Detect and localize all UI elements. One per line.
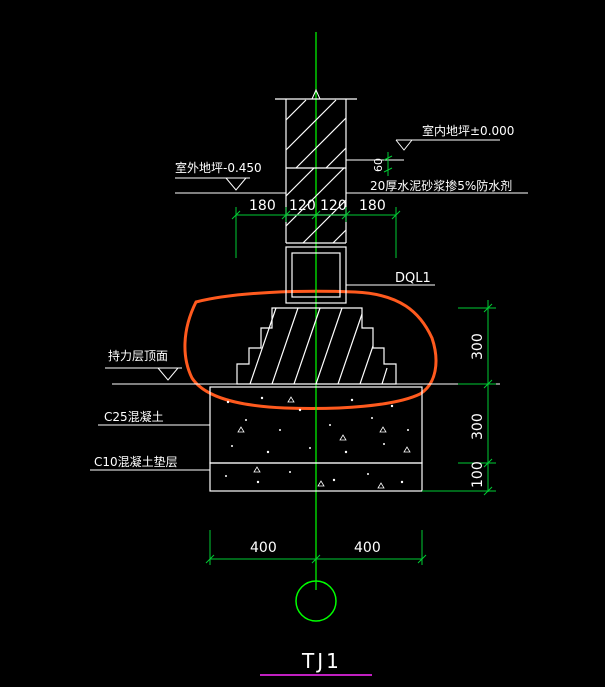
dim-60-label: 60 [372, 158, 385, 172]
wall-dim-1: 180 [249, 198, 276, 214]
bottom-dim-line [205, 530, 427, 565]
c10-cushion [209, 462, 423, 492]
outdoor-level-mark [175, 177, 286, 194]
bearing-layer-label: 持力层顶面 [108, 348, 168, 363]
drawing-title: TJ1 [301, 649, 342, 673]
wall-dim-2: 120 [289, 198, 316, 214]
bottom-dim-1: 400 [250, 540, 277, 556]
vert-dim-3: 100 [470, 461, 486, 488]
wall-dim-3: 120 [320, 198, 347, 214]
concrete-triangles [237, 396, 411, 489]
indoor-level-label: 室内地坪±0.000 [422, 123, 514, 138]
concrete-speckles [225, 396, 409, 484]
dim-60 [383, 152, 393, 176]
c10-label: C10混凝土垫层 [94, 454, 178, 469]
outdoor-level-label: 室外地坪-0.450 [175, 160, 262, 175]
vert-dim-1: 300 [470, 333, 486, 360]
waterproof-label: 20厚水泥砂浆掺5%防水剂 [370, 178, 512, 193]
axis-bubble [295, 580, 337, 622]
dql1-label: DQL1 [395, 271, 431, 286]
brick-wall [275, 98, 357, 244]
ring-beam [285, 246, 347, 304]
c25-label: C25混凝土 [104, 409, 164, 424]
indoor-level-mark [346, 139, 500, 161]
bottom-dim-2: 400 [354, 540, 381, 556]
vertical-dim-line [422, 300, 496, 496]
wall-break-symbol [311, 88, 321, 100]
vert-dim-2: 300 [470, 413, 486, 440]
highlight-outline [183, 289, 438, 410]
bearing-layer-mark [105, 367, 500, 385]
wall-dim-4: 180 [359, 198, 386, 214]
wall-dim-line [231, 207, 401, 258]
